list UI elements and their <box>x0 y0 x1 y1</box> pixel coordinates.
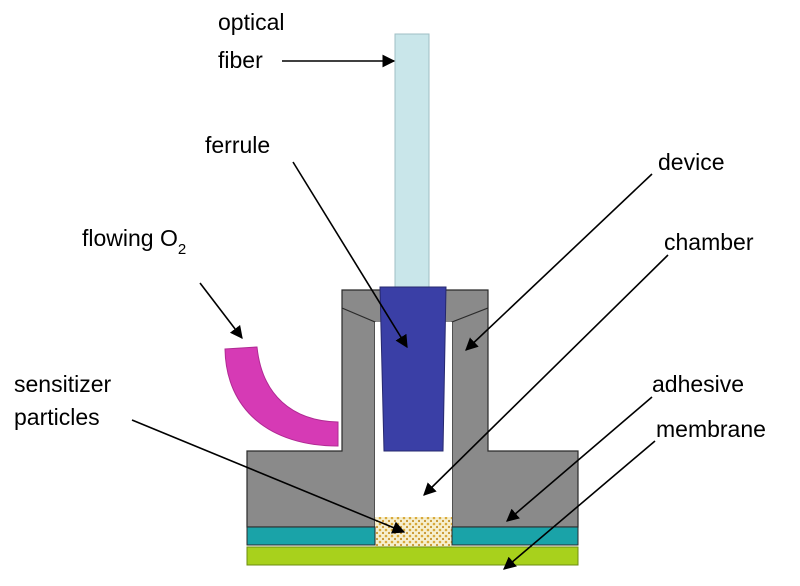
label-adhesive: adhesive <box>652 371 744 397</box>
label-flowing-o2: flowing O2 <box>82 225 186 258</box>
label-membrane: membrane <box>656 416 766 442</box>
label-flowing-o2-main: flowing O <box>82 225 178 251</box>
label-sensitizer-line1: sensitizer <box>14 371 111 397</box>
arrow-flowing-o2 <box>199 282 243 340</box>
label-optical-fiber-line1: optical <box>218 9 284 35</box>
arrow-device <box>465 173 653 351</box>
arrow-ferrule <box>292 161 408 349</box>
label-chamber: chamber <box>664 229 754 255</box>
adhesive-right <box>451 526 579 546</box>
adhesive-left <box>246 526 376 546</box>
label-optical-fiber-line2: fiber <box>218 47 263 73</box>
label-flowing-o2-subscript: 2 <box>178 241 186 258</box>
ferrule <box>379 286 447 452</box>
label-ferrule: ferrule <box>205 132 270 158</box>
sensitizer-particles <box>375 517 452 547</box>
optical-fiber <box>394 33 430 290</box>
arrow-chamber <box>423 254 669 496</box>
arrow-sensitizer <box>131 419 406 534</box>
arrow-adhesive <box>506 396 653 522</box>
membrane <box>246 546 579 566</box>
label-device: device <box>658 149 724 175</box>
arrow-membrane <box>503 440 656 570</box>
flow-tube <box>224 346 339 447</box>
label-sensitizer-line2: particles <box>14 404 100 430</box>
